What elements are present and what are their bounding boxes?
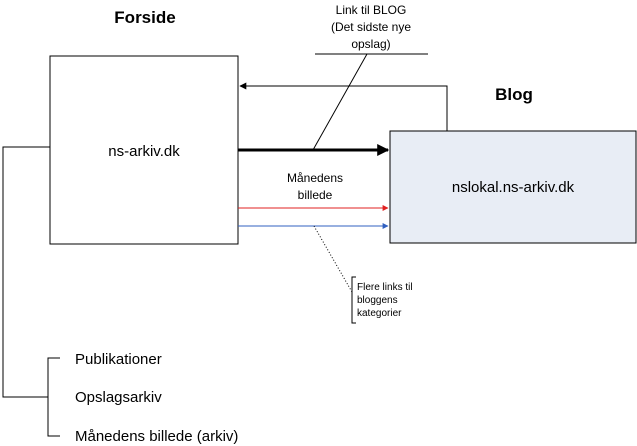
blog-site-box xyxy=(389,130,637,244)
link-blog-callout-line-2: (Det sidste nye xyxy=(331,20,411,34)
main-site-label: ns-arkiv.dk xyxy=(108,143,180,160)
month-picture-callout-line-1: Månedens xyxy=(287,171,343,185)
blog-to-forside-arrow xyxy=(239,82,448,131)
blog-site-label: nslokal.ns-arkiv.dk xyxy=(452,179,575,196)
category-callout-line-1: Flere links til xyxy=(357,282,413,293)
month-picture-callout-line-2: billede xyxy=(298,188,333,202)
main-site-box xyxy=(49,55,239,245)
menu-item-maanedens-billede-arkiv: Månedens billede (arkiv) xyxy=(75,428,238,445)
category-callout-leader xyxy=(313,225,353,293)
link-blog-callout-line-3: opslag) xyxy=(351,37,390,51)
category-callout-line-2: bloggens xyxy=(357,295,398,306)
menu-item-opslagsarkiv: Opslagsarkiv xyxy=(75,389,162,406)
forside-heading: Forside xyxy=(114,8,175,27)
link-blog-callout-line-1: Link til BLOG xyxy=(336,3,407,17)
blog-heading: Blog xyxy=(495,85,533,104)
category-callout-bracket xyxy=(351,276,356,324)
category-callout-line-3: kategorier xyxy=(357,308,402,319)
menu-connector xyxy=(2,146,50,398)
link-blog-callout-leader xyxy=(312,53,368,151)
menu-bracket xyxy=(47,357,60,437)
menu-item-publikationer: Publikationer xyxy=(75,351,162,368)
